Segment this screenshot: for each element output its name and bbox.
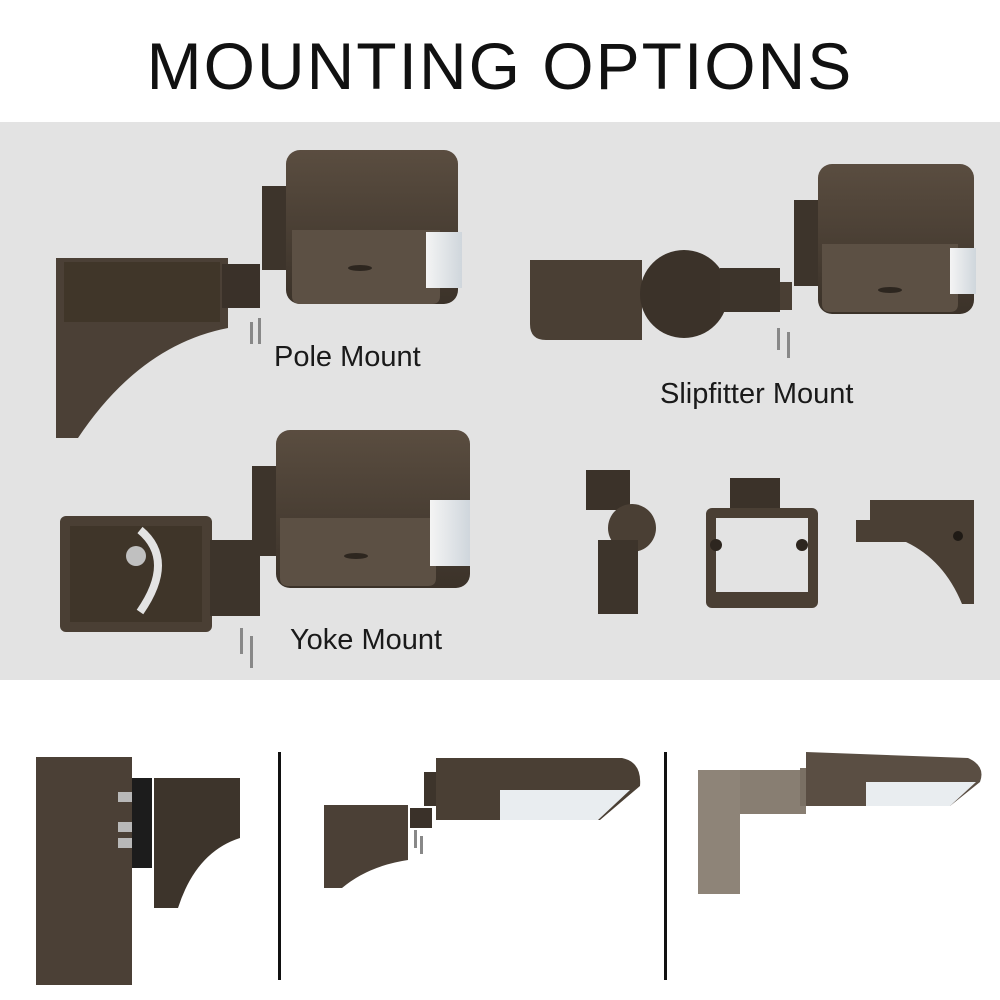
slipfitter-mount-label: Slipfitter Mount	[660, 378, 854, 410]
yoke-mount-label: Yoke Mount	[290, 624, 443, 656]
page-title: MOUNTING OPTIONS	[146, 29, 854, 103]
divider-right	[664, 752, 667, 980]
pole-mount-label: Pole Mount	[274, 341, 421, 373]
divider-left	[278, 752, 281, 980]
